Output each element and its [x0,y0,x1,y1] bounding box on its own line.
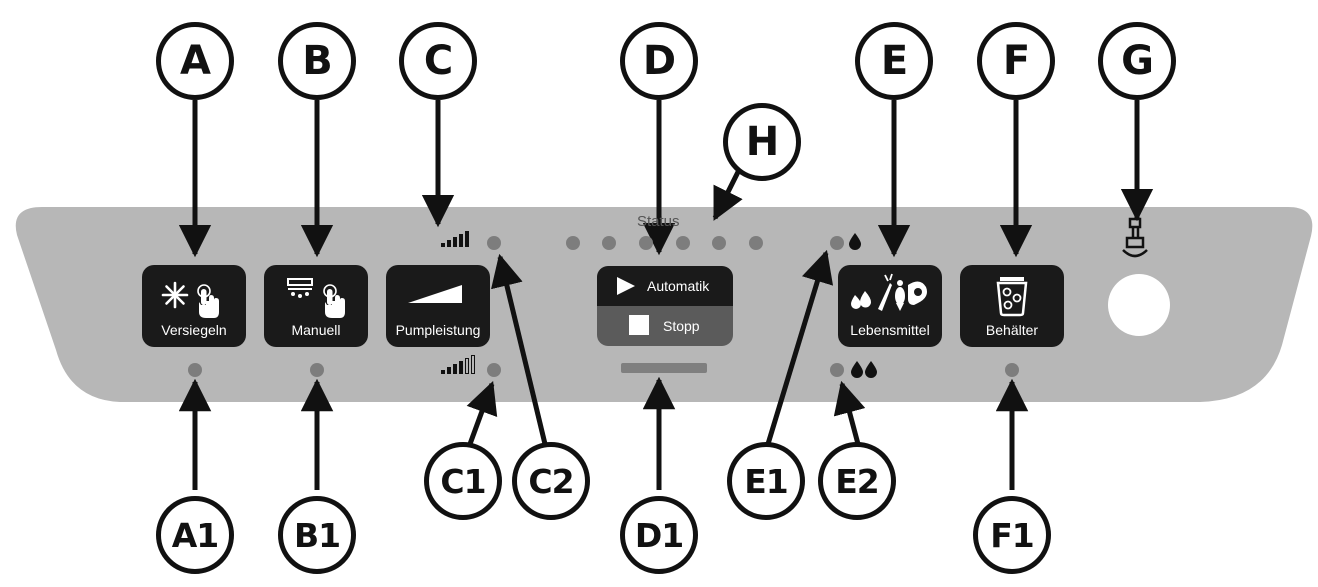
status-led-6 [749,236,763,250]
play-icon [617,277,635,295]
signal-bars-low-icon [441,355,475,374]
pumpleistung-button[interactable]: Pumpleistung [386,265,490,347]
stopp-label: Stopp [663,318,700,334]
container-icon [996,277,1028,317]
led-c2 [487,236,501,250]
signal-bars-icon [441,231,469,247]
callout-e2: E2 [818,442,896,520]
led-b1 [310,363,324,377]
pumpleistung-label: Pumpleistung [395,322,481,338]
seal-icon [161,281,219,318]
status-led-5 [712,236,726,250]
status-label: Status [637,213,680,230]
automatik-segment[interactable]: Automatik [597,266,733,306]
versiegeln-button[interactable]: Versiegeln [142,265,246,347]
callout-b: B [278,22,356,100]
led-e1 [830,236,844,250]
callout-d1: D1 [620,496,698,574]
arrow-e1 [765,249,834,445]
callout-d: D [620,22,698,100]
led-a1 [188,363,202,377]
stopp-segment[interactable]: Stopp [597,306,733,346]
automatik-label: Automatik [647,278,710,294]
behaelter-button[interactable]: Behälter [960,265,1064,347]
status-bar-d1 [621,363,707,373]
manuell-label: Manuell [291,322,341,338]
callout-f1: F1 [973,496,1051,574]
food-icon [851,273,927,311]
automatik-stopp-button[interactable]: Automatik Stopp [597,266,733,346]
callout-f: F [977,22,1055,100]
callout-c2: C2 [512,442,590,520]
versiegeln-label: Versiegeln [161,322,227,338]
pump-power-ramp-icon [408,285,462,303]
stop-icon [629,315,649,335]
callout-c1: C1 [424,442,502,520]
arrow-c1 [466,380,498,445]
behaelter-label: Behälter [985,322,1039,338]
manuell-button[interactable]: Manuell [264,265,368,347]
status-led-1 [566,236,580,250]
callout-e: E [855,22,933,100]
status-led-3 [639,236,653,250]
double-drop-icon [851,361,877,378]
callout-b1: B1 [278,496,356,574]
led-c1 [487,363,501,377]
led-f1 [1005,363,1019,377]
lid-knob[interactable] [1108,274,1170,336]
drop-icon [849,233,861,250]
arrow-c2 [491,253,548,445]
callout-a1: A1 [156,496,234,574]
lebensmittel-button[interactable]: Lebensmittel [838,265,942,347]
arrow-e2 [833,380,866,445]
callout-c: C [399,22,477,100]
callout-h: H [723,103,801,181]
led-e2 [830,363,844,377]
callout-g: G [1098,22,1176,100]
lid-hose-icon [1122,217,1148,258]
callout-a: A [156,22,234,100]
status-led-4 [676,236,690,250]
manual-seal-icon [287,278,345,318]
callout-e1: E1 [727,442,805,520]
status-led-2 [602,236,616,250]
arrow-h [712,166,743,221]
touch-hand-icon [197,284,219,318]
lebensmittel-label: Lebensmittel [850,322,930,338]
